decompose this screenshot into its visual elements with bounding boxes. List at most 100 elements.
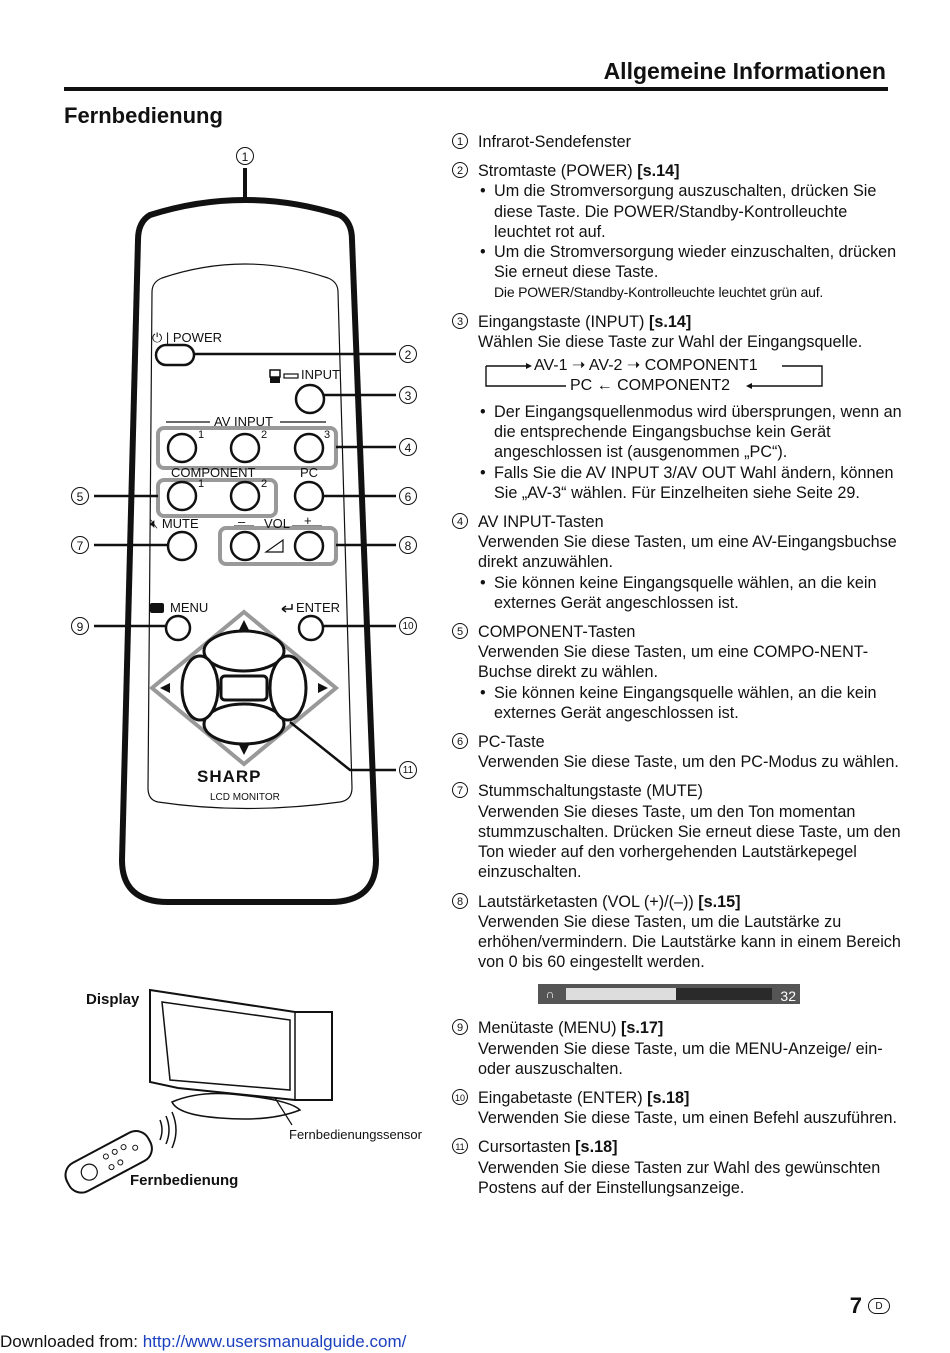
- comp-number-2: 2: [261, 478, 268, 490]
- vol-plus-label: +: [304, 513, 312, 528]
- item-2-bullet-1: Um die Stromversorgung auszuschalten, dr…: [478, 181, 902, 242]
- headphone-icon: ∩: [545, 987, 555, 1002]
- model-label: LCD MONITOR: [210, 792, 280, 803]
- comp-number-1: 1: [198, 478, 205, 490]
- vol-label: VOL: [264, 516, 291, 531]
- item-4-title: AV INPUT-Tasten: [478, 513, 604, 532]
- item-1-title: Infrarot-Sendefenster: [478, 133, 631, 151]
- cycle-arrows: [485, 363, 823, 390]
- display-label: Display: [86, 991, 140, 1008]
- av-input-label: AV INPUT: [214, 414, 273, 429]
- callout-1: 1: [236, 147, 254, 165]
- item-6: 6 PC-Taste Verwenden Sie diese Taste, um…: [452, 732, 902, 772]
- volume-fill: [566, 988, 676, 1001]
- callout-7: 7: [71, 536, 89, 554]
- power-icon: ⏻ |: [152, 330, 173, 345]
- item-9: 9 Menütaste (MENU) [s.17] Verwenden Sie …: [452, 1018, 902, 1079]
- menu-label: MENU: [170, 600, 209, 615]
- item-2-title: Stromtaste (POWER): [478, 162, 633, 181]
- item-5-text: Verwenden Sie diese Tasten, um eine COMP…: [478, 643, 869, 682]
- item-2: 2 Stromtaste (POWER) [s.14] Um die Strom…: [452, 161, 902, 302]
- item-8-number: 8: [452, 892, 468, 909]
- av-number-3: 3: [324, 429, 331, 441]
- callout-10: 10: [399, 617, 417, 635]
- footer-link[interactable]: http://www.usersmanualguide.com/: [142, 1332, 407, 1351]
- item-3-ref: [s.14]: [648, 312, 692, 331]
- item-2-ref: [s.14]: [637, 162, 680, 181]
- item-5-title: COMPONENT-Tasten: [478, 623, 636, 642]
- item-4-number: 4: [452, 513, 468, 530]
- item-3-number: 3: [452, 312, 468, 329]
- header-rule: [64, 87, 888, 91]
- callout-3: 3: [399, 386, 417, 404]
- item-3-bullet-2: Falls Sie die AV INPUT 3/AV OUT Wahl änd…: [478, 463, 902, 503]
- item-11-text: Verwenden Sie diese Tasten zur Wahl des …: [478, 1158, 881, 1197]
- item-7: 7 Stummschaltungstaste (MUTE) Verwenden …: [452, 781, 902, 882]
- item-2-bullet-2: Um die Stromversorgung wieder einzuschal…: [478, 242, 902, 282]
- item-6-title: PC-Taste: [478, 733, 545, 752]
- item-4-bullet-1: Sie können keine Eingangsquelle wählen, …: [478, 573, 902, 613]
- item-3-bullet-1: Der Eingangsquellenmodus wird übersprung…: [478, 402, 902, 463]
- callout-2: 2: [399, 345, 417, 363]
- item-10-text: Verwenden Sie diese Taste, um einen Befe…: [478, 1109, 898, 1128]
- page-header-title: Allgemeine Informationen: [603, 58, 886, 84]
- page-number: 7: [849, 1293, 862, 1318]
- item-10-title: Eingabetaste (ENTER): [478, 1088, 643, 1107]
- item-6-number: 6: [452, 733, 468, 750]
- item-11-ref: [s.18]: [575, 1138, 618, 1157]
- item-5: 5 COMPONENT-Tasten Verwenden Sie diese T…: [452, 622, 902, 723]
- volume-track: [566, 988, 772, 1001]
- item-1: 1 Infrarot-Sendefenster: [452, 132, 902, 152]
- item-2-note: Die POWER/Standby-Kontrolleuchte leuchte…: [494, 284, 824, 301]
- vol-minus-label: –: [238, 514, 246, 529]
- mute-icon: 🔇︎: [150, 516, 162, 531]
- item-8: 8 Lautstärketasten (VOL (+)/(–)) [s.15] …: [452, 892, 902, 1005]
- item-8-ref: [s.15]: [698, 892, 741, 911]
- remote-label: Fernbedienung: [130, 1172, 239, 1189]
- item-3-title: Eingangstaste (INPUT): [478, 312, 645, 331]
- item-8-title: Lautstärketasten (VOL (+)/(–)): [478, 892, 694, 911]
- item-3: 3 Eingangstaste (INPUT) [s.14] Wählen Si…: [452, 312, 902, 503]
- item-9-text: Verwenden Sie diese Taste, um die MENU-A…: [478, 1039, 883, 1078]
- cycle-line-1: AV-1 ➝ AV-2 ➝ COMPONENT1: [534, 357, 758, 375]
- callout-8: 8: [399, 536, 417, 554]
- item-3-text: Wählen Sie diese Taste zur Wahl der Eing…: [478, 332, 863, 351]
- volume-value: 32: [780, 988, 796, 1005]
- item-4-text: Verwenden Sie diese Tasten, um eine AV-E…: [478, 533, 897, 572]
- brand-logo: SHARP: [197, 767, 262, 786]
- mute-label: 🔇︎ MUTE: [150, 516, 199, 531]
- download-footer: Downloaded from: http://www.usersmanualg…: [0, 1332, 406, 1352]
- item-5-bullet-1: Sie können keine Eingangsquelle wählen, …: [478, 683, 902, 723]
- pc-label: PC: [300, 465, 319, 480]
- item-6-text: Verwenden Sie diese Taste, um den PC-Mod…: [478, 753, 899, 772]
- language-badge: D: [868, 1298, 890, 1314]
- item-9-number: 9: [452, 1019, 468, 1036]
- power-label: ⏻ | POWER: [152, 330, 223, 345]
- callout-4: 4: [399, 438, 417, 456]
- callout-6: 6: [399, 487, 417, 505]
- item-5-number: 5: [452, 623, 468, 640]
- item-9-ref: [s.17]: [621, 1019, 664, 1038]
- callout-5: 5: [71, 487, 89, 505]
- item-11: 11 Cursortasten [s.18] Verwenden Sie die…: [452, 1137, 902, 1198]
- av-number-2: 2: [261, 429, 268, 441]
- item-8-text: Verwenden Sie diese Tasten, um die Lauts…: [478, 912, 901, 972]
- item-7-text: Verwenden Sie dieses Taste, um den Ton m…: [478, 802, 901, 882]
- item-9-title: Menütaste (MENU): [478, 1019, 617, 1038]
- item-11-number: 11: [452, 1138, 468, 1155]
- item-10: 10 Eingabetaste (ENTER) [s.18] Verwenden…: [452, 1088, 902, 1128]
- volume-bar: ∩ 32: [538, 984, 800, 1005]
- footer-prefix: Downloaded from:: [0, 1332, 138, 1351]
- item-10-ref: [s.18]: [647, 1088, 690, 1107]
- item-7-number: 7: [452, 782, 468, 799]
- callout-9: 9: [71, 617, 89, 635]
- component-label: COMPONENT: [171, 465, 256, 480]
- callout-11: 11: [399, 761, 417, 779]
- item-10-number: 10: [452, 1088, 468, 1105]
- item-11-title: Cursortasten: [478, 1138, 571, 1157]
- item-1-number: 1: [452, 133, 468, 149]
- input-cycle-diagram: AV-1 ➝ AV-2 ➝ COMPONENT1 PC ← COMPONENT2: [482, 356, 902, 400]
- item-7-title: Stummschaltungstaste (MUTE): [478, 782, 703, 801]
- sensor-label: Fernbedienungssensor: [289, 1127, 422, 1142]
- av-number-1: 1: [198, 429, 205, 441]
